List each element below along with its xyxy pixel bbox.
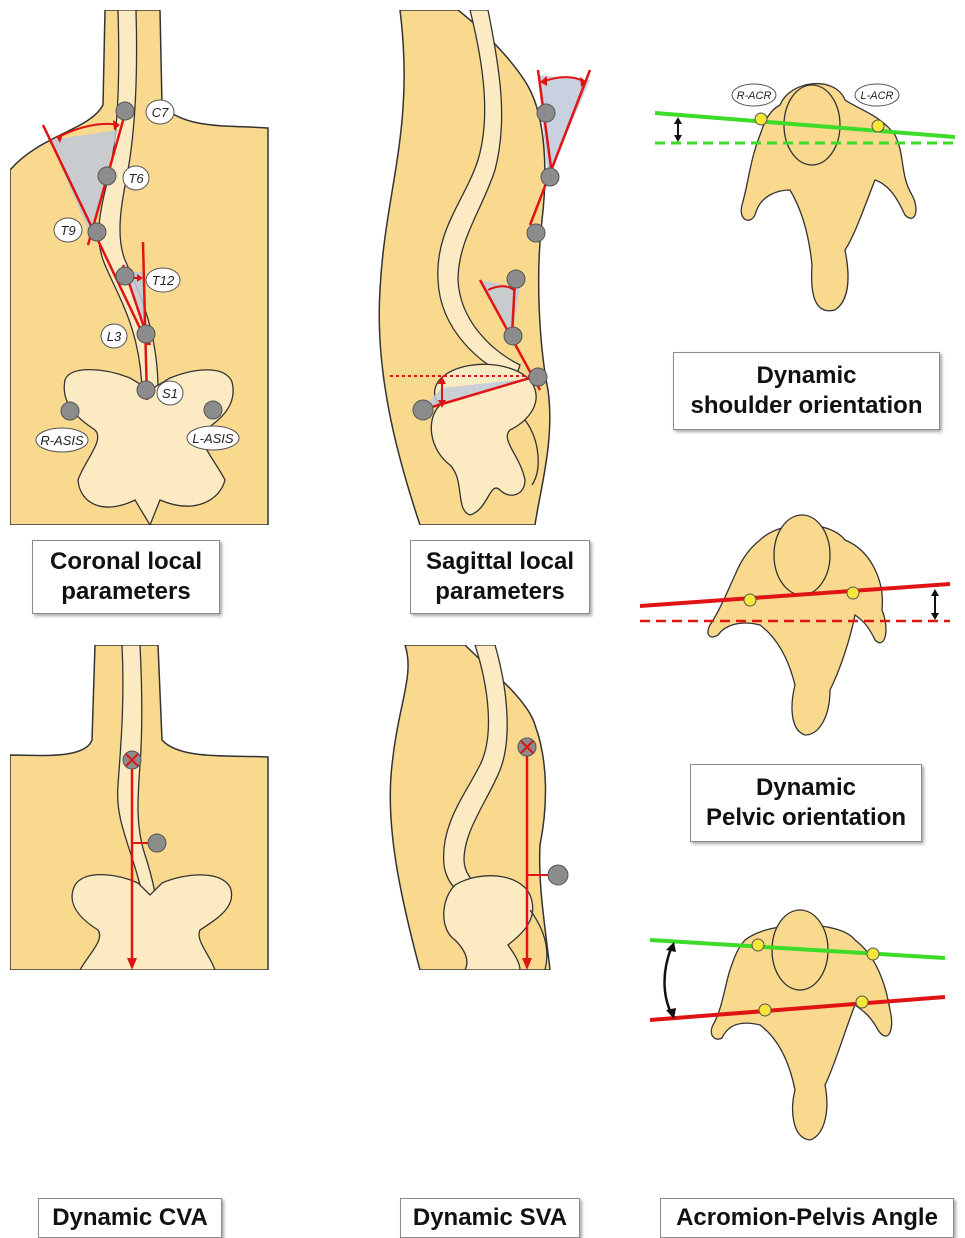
sva-caption: Dynamic SVA — [400, 1198, 580, 1238]
sva-s1-marker — [548, 865, 568, 885]
shoulder-diagram: R-ACR L-ACR — [650, 75, 965, 330]
app-r-pelvis-marker — [759, 1004, 771, 1016]
app-l-pelvis-marker — [856, 996, 868, 1008]
app-diagram — [630, 900, 965, 1150]
sva-caption-text: Dynamic SVA — [413, 1203, 567, 1233]
sagittal-caption: Sagittal local parameters — [410, 540, 590, 614]
c7-marker — [116, 102, 134, 120]
sag-asis-marker — [413, 400, 433, 420]
r-acr-label: R-ACR — [737, 90, 772, 102]
s1-label: S1 — [162, 386, 178, 401]
coronal-caption-line2: parameters — [61, 577, 190, 607]
pelvic-caption-line2: Pelvic orientation — [706, 803, 906, 833]
t9-marker — [88, 223, 106, 241]
pelvic-caption-line1: Dynamic — [756, 773, 856, 803]
r-asis-marker — [61, 402, 79, 420]
r-asis-label: R-ASIS — [40, 433, 84, 448]
app-angle-arrow — [665, 946, 673, 1015]
pelvic-caption: Dynamic Pelvic orientation — [690, 764, 922, 842]
sva-diagram — [380, 645, 600, 970]
l-asis-marker — [204, 401, 222, 419]
pelvic-right-marker — [744, 594, 756, 606]
l-acr-label: L-ACR — [860, 90, 893, 102]
l-acr-marker — [872, 120, 884, 132]
coronal-diagram: C7 T6 T9 T12 L3 S1 R-ASIS L-ASIS — [10, 10, 270, 525]
t12-marker — [116, 267, 134, 285]
pelvic-diagram — [630, 500, 965, 750]
sag-s1-marker — [529, 368, 547, 386]
app-l-acr-marker — [867, 948, 879, 960]
cva-caption: Dynamic CVA — [38, 1198, 222, 1238]
t6-marker — [98, 167, 116, 185]
t9-label: T9 — [60, 223, 75, 238]
shoulder-caption-line2: shoulder orientation — [690, 391, 922, 421]
app-caption: Acromion-Pelvis Angle — [660, 1198, 954, 1238]
l3-marker — [137, 325, 155, 343]
t6-label: T6 — [128, 171, 144, 186]
s1-marker — [137, 381, 155, 399]
r-acr-marker — [755, 113, 767, 125]
app-caption-text: Acromion-Pelvis Angle — [676, 1203, 938, 1233]
sag-l1-marker — [507, 270, 525, 288]
sag-l3-marker — [504, 327, 522, 345]
c7-label: C7 — [152, 105, 169, 120]
pelvic-head — [774, 515, 830, 595]
coronal-caption: Coronal local parameters — [32, 540, 220, 614]
sag-t6-marker — [541, 168, 559, 186]
cva-caption-text: Dynamic CVA — [52, 1203, 208, 1233]
cva-s1-marker — [148, 834, 166, 852]
sagittal-caption-line1: Sagittal local — [426, 547, 574, 577]
sag-t12-marker — [527, 224, 545, 242]
coronal-caption-line1: Coronal local — [50, 547, 202, 577]
l3-label: L3 — [107, 329, 122, 344]
shoulder-caption: Dynamic shoulder orientation — [673, 352, 940, 430]
l-asis-label: L-ASIS — [192, 431, 234, 446]
t12-label: T12 — [152, 273, 175, 288]
cva-diagram — [10, 645, 270, 970]
sagittal-diagram — [370, 10, 600, 525]
shoulder-caption-line1: Dynamic — [756, 361, 856, 391]
app-r-acr-marker — [752, 939, 764, 951]
sagittal-caption-line2: parameters — [435, 577, 564, 607]
sag-c7-marker — [537, 104, 555, 122]
pelvic-left-marker — [847, 587, 859, 599]
